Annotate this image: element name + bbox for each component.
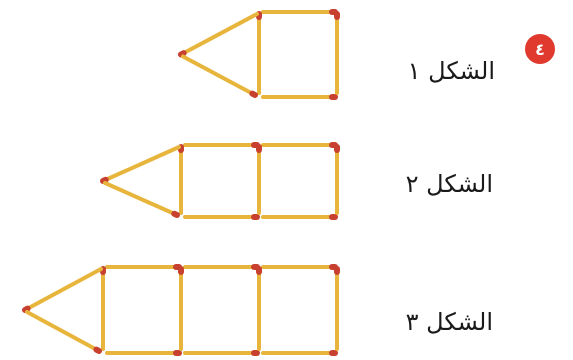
figure-1-roof-upper-match — [181, 14, 257, 55]
figure-2-roof-lower-match — [105, 183, 177, 215]
figure-2-roof-upper-match — [103, 147, 179, 181]
figure-3-roof-lower-match — [27, 312, 99, 351]
figure-3-roof-upper-match — [25, 269, 101, 310]
figure-1-roof-lower-match — [183, 57, 255, 96]
